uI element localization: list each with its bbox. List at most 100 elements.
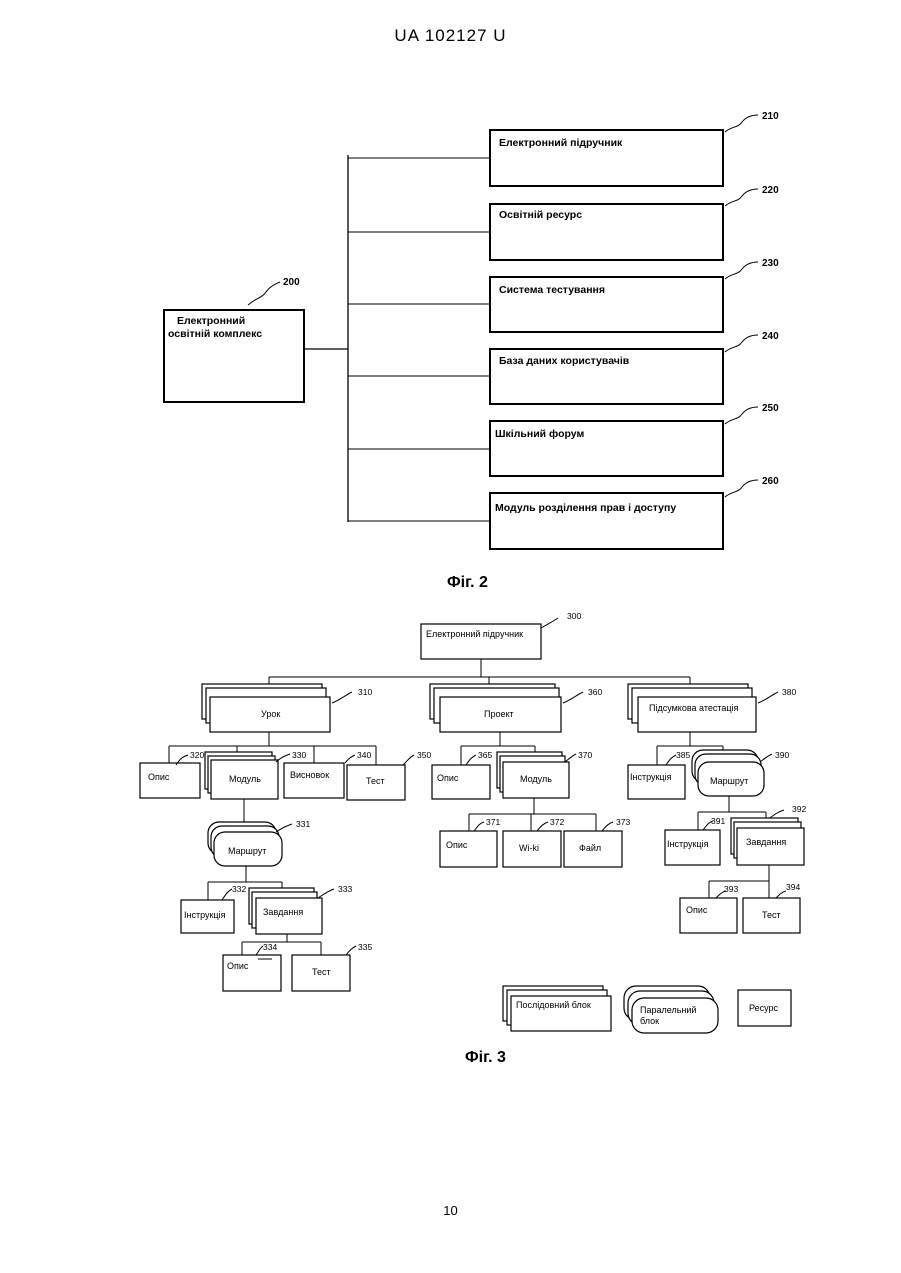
fig3-node-ref: 391 [711,816,725,826]
fig2-leader [725,189,758,206]
fig2-diagram: Електронний освітній комплекс 200 Електр… [164,111,779,591]
fig3-node-label: Завдання [263,907,303,917]
legend-resource-label: Ресурс [749,1003,779,1013]
fig2-item-label: Система тестування [499,284,605,296]
fig3-lesson-ref: 310 [358,687,372,697]
fig2-item-ref: 260 [762,476,779,487]
fig3-leader [345,755,355,763]
fig3-node-ref: 365 [478,750,492,760]
fig3-node-box [680,898,737,933]
fig3-node-label: Висновок [290,770,329,780]
fig3-leader [537,822,548,831]
fig3-node-ref: 385 [676,750,690,760]
fig2-item-label: Шкільний форум [495,428,584,440]
fig2-item-ref: 230 [762,258,779,269]
fig3-node-ref: 320 [190,750,204,760]
fig3-node-label: Інструкція [184,910,226,920]
fig3-leader [222,889,232,900]
fig3-route-label: Маршрут [710,776,748,786]
fig2-item-ref: 250 [762,403,779,414]
fig3-node-ref: 370 [578,750,592,760]
fig2-leader [725,115,758,132]
fig3-node-label: Тест [762,910,781,920]
fig3-node-ref: 390 [775,750,789,760]
fig3-leader [565,754,576,762]
fig3-leader [602,822,613,831]
fig3-project-label: Проект [484,709,514,719]
fig3-node-label: Опис [437,773,459,783]
fig3-node-label: Модуль [229,774,261,784]
fig3-route-ref: 331 [296,819,310,829]
fig3-node-ref: 350 [417,750,431,760]
fig2-item-ref: 220 [762,185,779,196]
fig3-node-ref: 392 [792,804,806,814]
fig3-leader [776,891,786,898]
fig2-item-label: Модуль розділення прав і доступу [495,502,676,514]
legend-sequential-label: Послідовний блок [516,1000,591,1010]
fig3-leader [474,822,484,831]
fig3-node-ref: 333 [338,884,352,894]
fig3-node-ref: 372 [550,817,564,827]
fig3-leader [466,755,476,765]
fig3-root-ref: 300 [567,611,581,621]
fig2-caption: Фіг. 2 [447,574,488,591]
fig3-caption: Фіг. 3 [465,1049,506,1066]
fig3-leader [563,692,583,703]
fig3-leader [758,692,778,703]
fig2-leader [725,335,758,352]
legend-parallel-label-line1: Паралельний [640,1005,696,1015]
fig3-node-label: Файл [579,843,601,853]
fig3-node-label: Опис [686,905,708,915]
fig2-root-leader [248,282,280,305]
fig3-root-label: Електронний підручник [426,629,523,639]
fig3-node-label: Завдання [746,837,786,847]
fig2-root-ref: 200 [283,277,300,288]
fig3-node-label: Опис [227,961,249,971]
fig2-leader [725,407,758,424]
page-number: 10 [0,1203,901,1218]
fig3-node-ref: 330 [292,750,306,760]
fig3-lesson-label: Урок [261,709,280,719]
fig3-leader [403,755,414,765]
fig3-node-ref: 394 [786,882,800,892]
fig3-node-ref: 371 [486,817,500,827]
fig3-node-ref: 335 [358,942,372,952]
fig2-root-label-line1: Електронний [177,315,245,327]
fig3-node-label: Опис [446,840,468,850]
fig3-node-label: Інструкція [630,772,672,782]
fig3-node-ref: 393 [724,884,738,894]
fig3-node-label: Модуль [520,774,552,784]
legend-parallel-label-line2: блок [640,1016,659,1026]
fig3-node-ref: 332 [232,884,246,894]
fig2-item-ref: 240 [762,331,779,342]
fig3-route-label: Маршрут [228,846,266,856]
fig3-leader [276,824,292,832]
fig3-attestation-ref: 380 [782,687,796,697]
fig3-node-label: Інструкція [667,839,709,849]
fig3-node-label: Тест [312,967,331,977]
fig2-root-label-line2: освітній комплекс [168,328,262,340]
fig3-node-ref: 373 [616,817,630,827]
fig2-item-label: Електронний підручник [499,137,623,149]
fig3-diagram: Електронний підручник 300 Урок 310 Проек… [140,611,806,1066]
fig3-project-ref: 360 [588,687,602,697]
fig3-leader [332,692,352,703]
fig2-item-label: Освітній ресурс [499,209,582,221]
fig2-item-ref: 210 [762,111,779,122]
fig2-item-label: База даних користувачів [499,355,630,367]
fig3-attestation-label: Підсумкова атестація [649,703,739,713]
fig3-node-ref: 340 [357,750,371,760]
fig3-node-box [284,763,344,798]
fig3-node-ref: 334 [263,942,277,952]
fig3-leader [666,755,676,765]
fig3-leader [256,946,263,955]
fig3-node-label: Опис [148,772,170,782]
fig3-leader [770,810,784,818]
fig2-leader [725,262,758,279]
fig3-leader [346,946,356,955]
fig3-node-label: Тест [366,776,385,786]
fig3-node-box [628,765,685,799]
fig2-leader [725,480,758,497]
fig3-leader [760,754,772,762]
